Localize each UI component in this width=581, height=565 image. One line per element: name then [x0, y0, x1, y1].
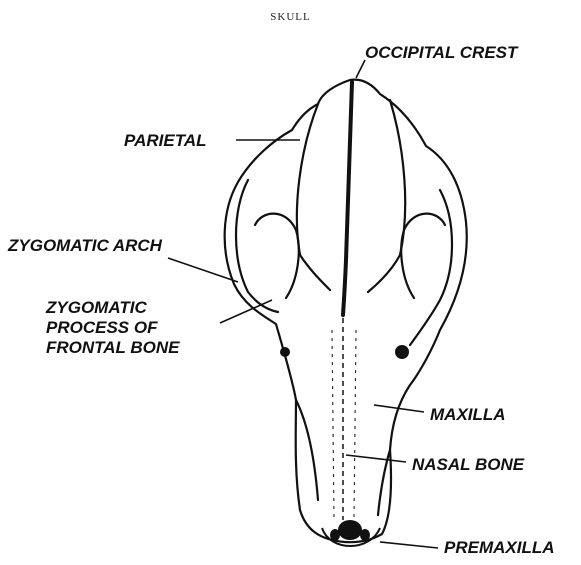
right-cranium [368, 100, 405, 292]
label-parietal: PARIETAL [124, 131, 206, 151]
nasal-left-line [332, 330, 334, 520]
label-nasal-bone: NASAL BONE [412, 455, 524, 475]
left-cranium [297, 104, 330, 290]
nasal-right-line [354, 330, 356, 520]
label-maxilla: MAXILLA [430, 405, 506, 425]
right-orbit [401, 214, 445, 298]
sagittal-crest [343, 82, 352, 315]
left-zygomatic-arch [236, 180, 278, 312]
label-premaxilla: PREMAXILLA [444, 538, 555, 558]
left-orbit [255, 214, 299, 298]
leader-zygomatic-process [220, 300, 272, 323]
leader-premaxilla [380, 542, 438, 548]
label-occipital-crest: OCCIPITAL CREST [365, 43, 517, 63]
premaxilla-teeth [330, 520, 370, 541]
label-zygomatic-process: ZYGOMATIC PROCESS OF FRONTAL BONE [46, 298, 179, 358]
left-process-mark [280, 347, 290, 357]
label-zygomatic-arch: ZYGOMATIC ARCH [8, 236, 162, 256]
leader-occipital-crest [356, 60, 365, 78]
snout-left [296, 400, 318, 500]
right-process-mark [395, 345, 409, 359]
